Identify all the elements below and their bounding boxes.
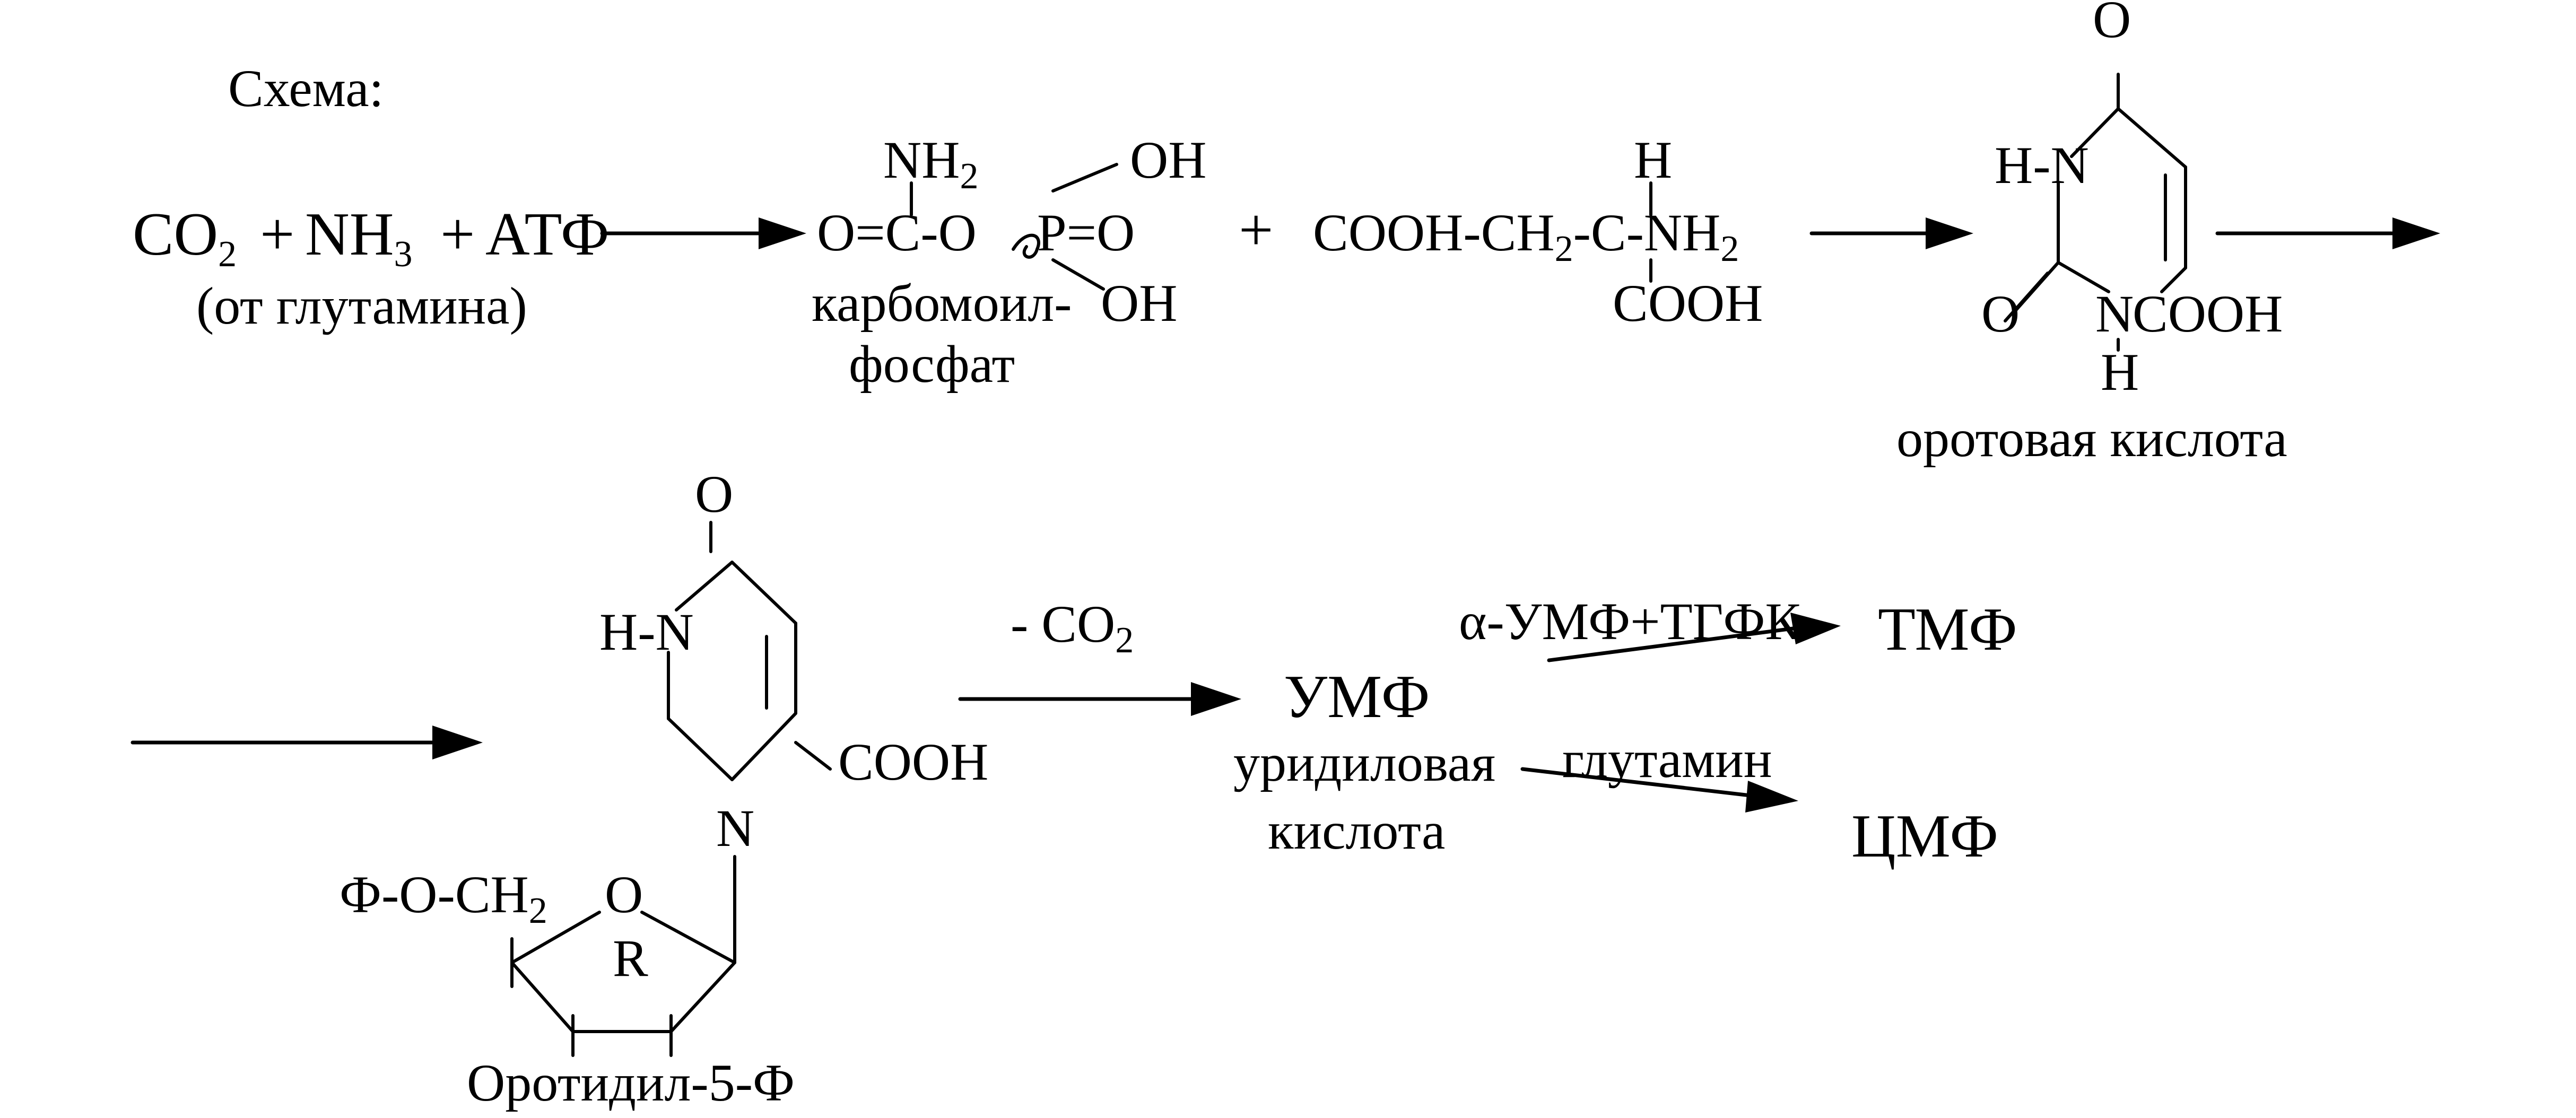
macroergic-bond-icon — [1012, 233, 1040, 259]
nh2-text: NH — [883, 130, 960, 189]
orotic-acid: O H-N O N COOH H оротовая кислота — [1896, 0, 2287, 468]
glutamine-source-note: (от глутамина) — [196, 276, 527, 335]
cmp-label: ЦМФ — [1851, 802, 1998, 870]
atp-label: АТФ — [485, 200, 610, 268]
ump: УМФ уридиловая кислота — [1233, 663, 1495, 860]
co2-formula: CO2 — [133, 200, 237, 275]
phosphate-group: P=O — [1037, 203, 1135, 262]
methylation-reagents: α-УМФ+ТГФК — [1459, 592, 1801, 651]
co2-text: CO — [133, 200, 218, 268]
carbonyl-oxygen: O — [1981, 284, 2020, 343]
chain-text: COOH-CH — [1313, 203, 1555, 262]
cmp-branch: глутамин ЦМФ — [1520, 730, 1998, 870]
chain-subscript: 2 — [1555, 229, 1573, 269]
co2-subscript: 2 — [1115, 620, 1134, 661]
ring-nitrogen: N — [2095, 284, 2134, 343]
decarboxylation-label: - CO2 — [1011, 595, 1134, 661]
phosphate-text: Ф-О-CH — [340, 865, 529, 924]
hydroxyl-top: OH — [1130, 130, 1206, 189]
nh2-subscript: 2 — [1720, 229, 1739, 269]
orotidyl-5-phosphate: O H-N COOH N Ф-О-CH2 O R Оротидил-5-Ф — [340, 465, 988, 1112]
chain-end-text: -C-NH — [1573, 203, 1721, 262]
plus-sign: + — [260, 200, 294, 268]
tmp-branch: α-УМФ+ТГФК ТМФ — [1459, 592, 2017, 663]
scheme-title: Схема: — [228, 59, 384, 118]
co2-subscript: 2 — [218, 234, 237, 275]
compound-name: кислота — [1268, 801, 1445, 860]
phosphate-group: Ф-О-CH2 — [340, 865, 547, 931]
carbonyl-oxygen: O — [2093, 0, 2131, 49]
amino-group: NH2 — [883, 130, 978, 197]
nh2-subscript: 2 — [960, 156, 978, 197]
nh3-subscript: 3 — [394, 234, 413, 275]
phosphate-subscript: 2 — [529, 890, 547, 931]
plus-sign: + — [1239, 196, 1273, 264]
carbamoyl-phosphate: NH2 O=C-O P=O OH OH карбомоил- фосфат — [812, 130, 1206, 394]
reaction-arrow — [1809, 217, 1973, 249]
compound-name: уридиловая — [1233, 733, 1495, 792]
glycosidic-nitrogen: N — [716, 799, 754, 858]
carboxyl-group: COOH — [2133, 284, 2283, 343]
nh-group: H-N — [1995, 136, 2089, 195]
ump-label: УМФ — [1284, 663, 1430, 731]
tmp-label: ТМФ — [1878, 596, 2017, 663]
decarboxylation-step: - CO2 — [958, 595, 1241, 716]
hydrogen-atom: H — [2101, 343, 2139, 401]
carbamoyl-chain: O=C-O — [817, 203, 977, 262]
nh3-text: NH — [305, 200, 394, 268]
carboxyl-group: COOH — [838, 732, 988, 791]
compound-name: оротовая кислота — [1896, 409, 2287, 468]
reaction-arrow — [130, 726, 483, 759]
hydrogen-atom: H — [1634, 130, 1672, 189]
compound-name: карбомоил- — [812, 274, 1072, 333]
hydroxyl-bottom: OH — [1101, 274, 1177, 333]
plus-sign: + — [440, 200, 475, 268]
reaction-arrow — [600, 217, 806, 249]
carboxyl-group: COOH — [1613, 274, 1763, 333]
reactants: CO2 + NH3 + АТФ (от глутамина) — [133, 200, 610, 335]
amination-reagent: глутамин — [1562, 730, 1772, 789]
co2-text: - CO — [1011, 595, 1115, 653]
nh-group: H-N — [599, 602, 694, 661]
aspartate-chain: COOH-CH2-C-NH2 — [1313, 203, 1739, 269]
carbonyl-oxygen: O — [695, 465, 733, 523]
compound-name: фосфат — [849, 335, 1015, 394]
reaction-arrow — [2215, 217, 2440, 249]
nh3-formula: NH3 — [305, 200, 413, 275]
ring-oxygen: O — [605, 865, 643, 924]
aspartate: + H COOH-CH2-C-NH2 COOH — [1239, 130, 1763, 333]
compound-name: Оротидил-5-Ф — [467, 1053, 795, 1112]
ribose-label: R — [613, 929, 648, 988]
